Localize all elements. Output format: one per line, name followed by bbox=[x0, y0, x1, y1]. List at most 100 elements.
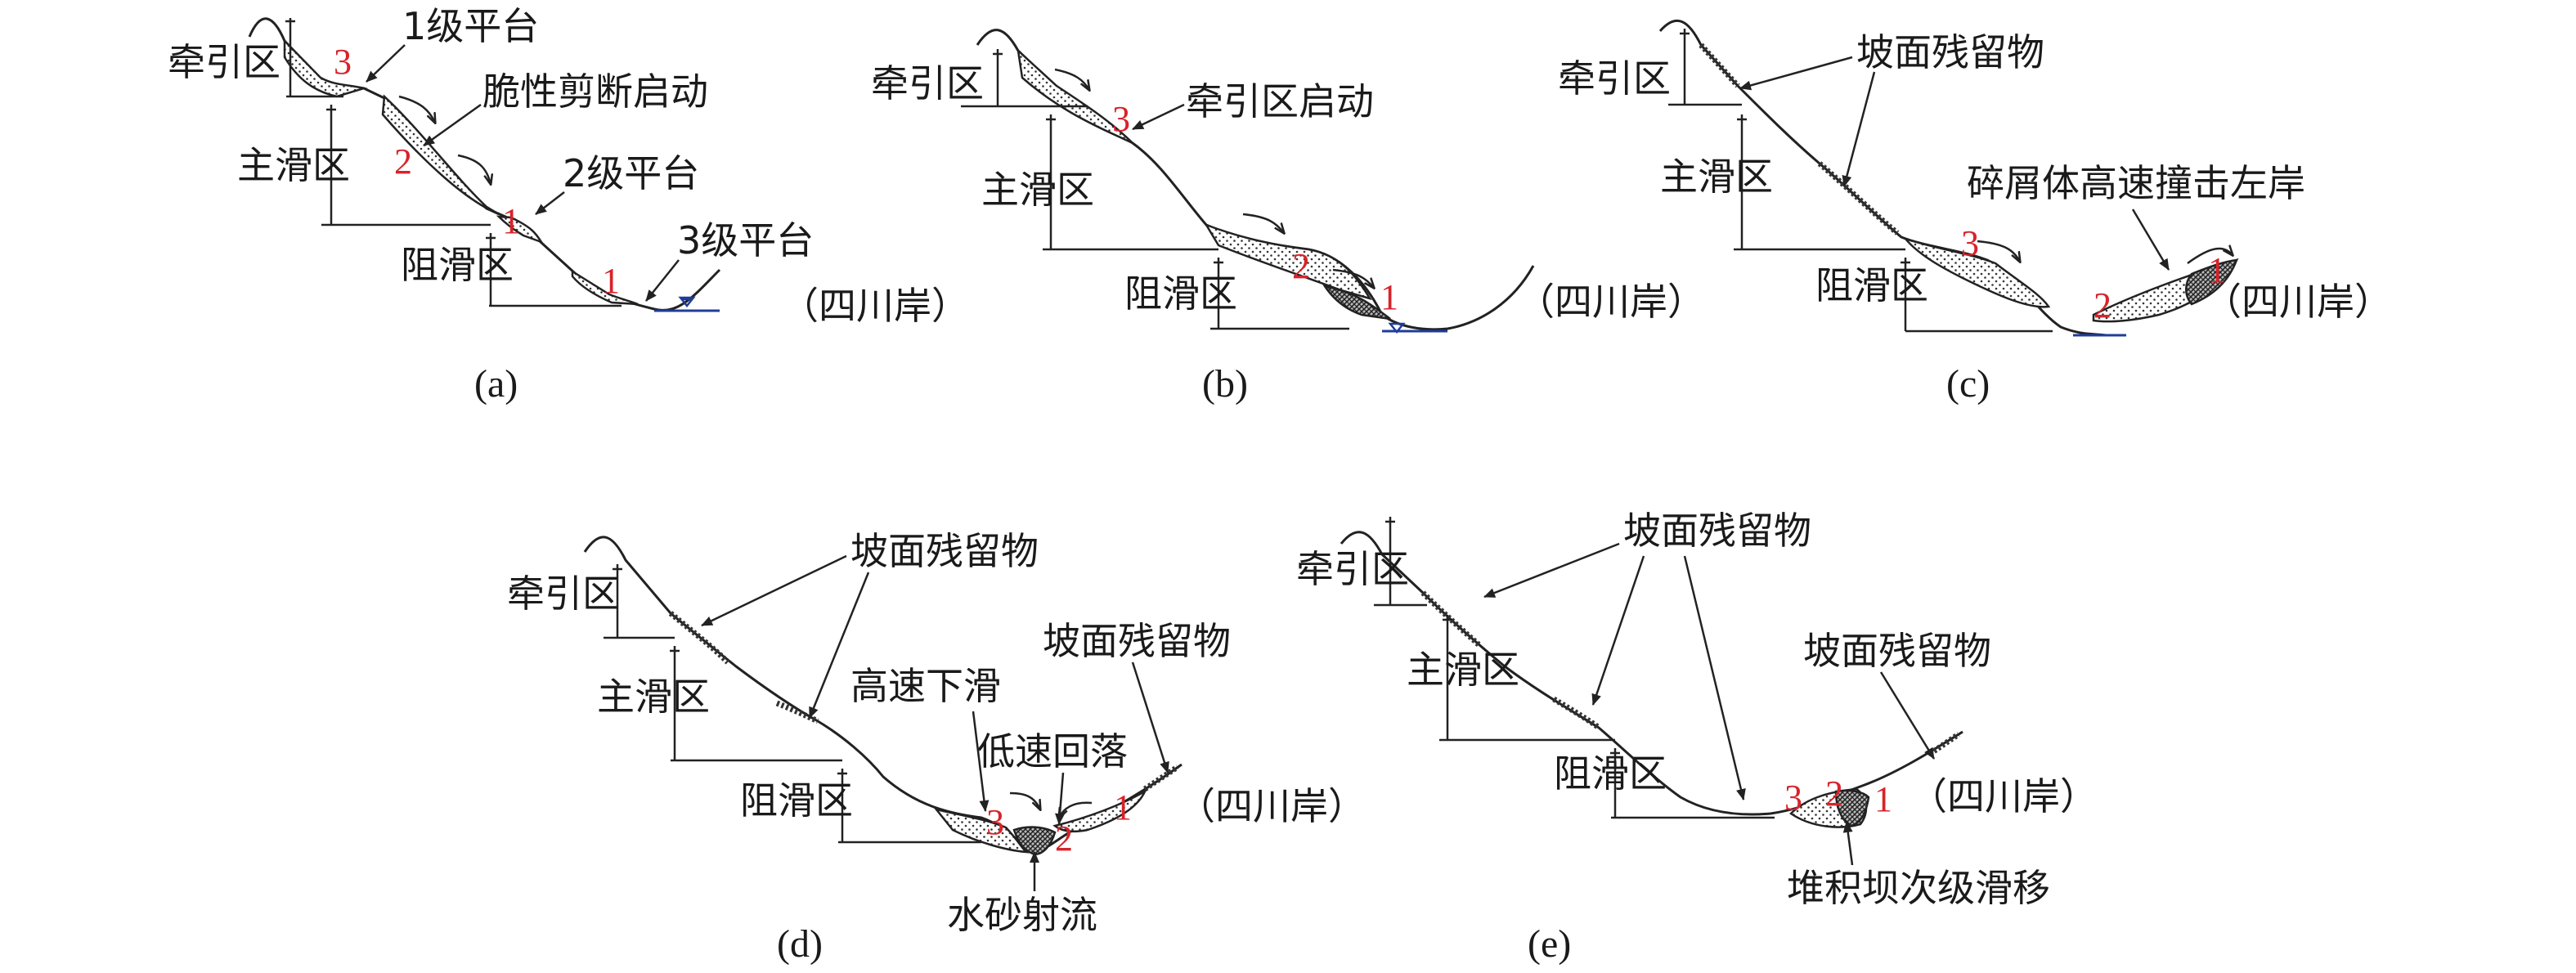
dim-line-a2 bbox=[326, 105, 336, 225]
arrow-residue1-e3 bbox=[1683, 555, 1746, 800]
marker-e-2: 2 bbox=[1825, 773, 1843, 814]
move-arrow-a1 bbox=[398, 95, 435, 123]
label-residue2-d: 坡面残留物 bbox=[1043, 619, 1231, 663]
marker-d-1: 1 bbox=[1114, 787, 1132, 827]
label-platform1-a: 1级平台 bbox=[402, 4, 539, 48]
arrow-brittle-a bbox=[423, 103, 482, 147]
arrow-residue1-d1 bbox=[701, 554, 847, 627]
dim-line-e1 bbox=[1385, 517, 1395, 605]
sliding-mass-d1 bbox=[1052, 789, 1147, 833]
zone-resist-a: 阻滑区 bbox=[401, 243, 514, 287]
move-arrow-c2 bbox=[2187, 249, 2233, 265]
arrow-residue-c2 bbox=[1842, 71, 1876, 187]
slope-residue-c1 bbox=[1699, 43, 1740, 88]
caption-d: (d) bbox=[777, 922, 823, 966]
marker-a-1b: 1 bbox=[602, 261, 620, 301]
marker-d-2: 2 bbox=[1055, 818, 1073, 859]
dim-line-c1 bbox=[1680, 29, 1690, 105]
arrow-platform3-a bbox=[645, 259, 680, 302]
zone-main-e: 主滑区 bbox=[1407, 648, 1519, 692]
sliding-mass-b2 bbox=[1204, 222, 1372, 301]
marker-d-3: 3 bbox=[986, 802, 1004, 842]
marker-b-3: 3 bbox=[1112, 99, 1130, 139]
panel-c: 牵引区 主滑区 阻滑区 坡面残留物 碎屑体高速撞击左岸 （四川岸） 3 2 1 … bbox=[1558, 19, 2392, 406]
zone-main-c: 主滑区 bbox=[1660, 155, 1773, 199]
zone-traction-d: 牵引区 bbox=[507, 572, 620, 616]
zone-resist-e: 阻滑区 bbox=[1554, 751, 1667, 796]
move-arrow-c1 bbox=[1977, 240, 2020, 262]
move-arrow-b2 bbox=[1242, 213, 1284, 233]
marker-e-1: 1 bbox=[1874, 779, 1892, 819]
label-impact-c: 碎屑体高速撞击左岸 bbox=[1967, 161, 2305, 205]
sliding-mass-a1 bbox=[496, 215, 545, 244]
move-arrow-b1 bbox=[1054, 68, 1089, 90]
sliding-mass-a0 bbox=[571, 269, 639, 306]
zone-traction-a: 牵引区 bbox=[168, 40, 280, 84]
slope-residue-d2 bbox=[775, 700, 819, 724]
zone-resist-c: 阻滑区 bbox=[1815, 263, 1928, 307]
slope-residue-d1 bbox=[668, 611, 730, 665]
zone-main-d: 主滑区 bbox=[597, 675, 710, 719]
label-bank-d: （四川岸） bbox=[1178, 784, 1366, 828]
water-level-icon-b bbox=[1388, 322, 1406, 334]
arrow-platform2-a bbox=[535, 191, 565, 215]
slope-residue-e1 bbox=[1420, 590, 1483, 648]
move-arrow-d1 bbox=[1009, 791, 1040, 809]
label-bank-a: （四川岸） bbox=[781, 284, 969, 328]
arrow-residue2-d bbox=[1131, 661, 1169, 773]
arrow-residue-c1 bbox=[1739, 56, 1853, 91]
sliding-mass-a2 bbox=[381, 94, 500, 216]
water-level-icon-a bbox=[678, 296, 696, 308]
arrow-residue1-d2 bbox=[808, 572, 870, 719]
label-highspeed-d: 高速下滑 bbox=[850, 664, 1001, 708]
sliding-mass-b3 bbox=[1016, 47, 1133, 145]
move-arrow-b3 bbox=[1332, 268, 1374, 288]
marker-a-1: 1 bbox=[502, 201, 520, 241]
move-arrow-d2 bbox=[1059, 801, 1093, 818]
caption-b: (b) bbox=[1202, 362, 1248, 406]
label-residue1-d: 坡面残留物 bbox=[850, 529, 1039, 573]
jet-core-d bbox=[1012, 826, 1057, 856]
marker-a-3: 3 bbox=[334, 42, 352, 82]
dim-line-a1 bbox=[285, 18, 295, 96]
sliding-mass-a3 bbox=[283, 38, 368, 98]
slope-residue-d3 bbox=[1143, 764, 1179, 791]
zone-traction-e: 牵引区 bbox=[1296, 547, 1409, 591]
dim-line-a3 bbox=[486, 233, 496, 306]
label-bank-b: （四川岸） bbox=[1517, 280, 1705, 324]
move-arrow-a2 bbox=[457, 154, 491, 184]
marker-c-2: 2 bbox=[2094, 285, 2112, 325]
arrow-secondary-e bbox=[1842, 821, 1854, 866]
label-start-b: 牵引区启动 bbox=[1186, 79, 1374, 123]
dim-line-b2 bbox=[1046, 114, 1056, 249]
caption-e: (e) bbox=[1528, 922, 1571, 966]
zone-traction-b: 牵引区 bbox=[871, 61, 984, 105]
label-lowspeed-d: 低速回落 bbox=[977, 729, 1128, 773]
caption-a: (a) bbox=[474, 362, 518, 406]
sliding-mass-d3 bbox=[933, 807, 1030, 854]
panel-d: 牵引区 主滑区 阻滑区 坡面残留物 坡面残留物 高速下滑 低速回落 水砂射流 （… bbox=[507, 529, 1366, 966]
dim-line-b3 bbox=[1214, 258, 1223, 329]
debris-front-c bbox=[2185, 258, 2238, 306]
arrow-residue2-e bbox=[1879, 671, 1936, 760]
dam-core-e bbox=[1834, 789, 1870, 827]
zone-resist-d: 阻滑区 bbox=[740, 778, 853, 823]
slope-residue-c2 bbox=[1817, 161, 1900, 235]
dim-line-e2 bbox=[1443, 615, 1452, 740]
marker-c-1: 1 bbox=[2208, 250, 2226, 290]
label-bank-c: （四川岸） bbox=[2204, 280, 2392, 324]
dim-line-d1 bbox=[613, 564, 622, 638]
arrow-platform1-a bbox=[366, 44, 406, 83]
slope-residue-e2 bbox=[1552, 696, 1601, 730]
marker-a-2: 2 bbox=[394, 141, 412, 182]
dim-line-c3 bbox=[1901, 258, 1910, 331]
caption-c: (c) bbox=[1946, 362, 1990, 406]
label-jet-d: 水砂射流 bbox=[947, 893, 1097, 937]
arrow-residue1-e1 bbox=[1483, 542, 1620, 599]
dim-line-b1 bbox=[993, 49, 1003, 106]
label-residue2-e: 坡面残留物 bbox=[1803, 629, 1991, 673]
dim-line-d2 bbox=[670, 646, 680, 760]
zone-traction-c: 牵引区 bbox=[1558, 56, 1671, 101]
panel-b: 牵引区 主滑区 阻滑区 牵引区启动 （四川岸） 3 2 1 (b) bbox=[871, 29, 1705, 406]
zone-main-b: 主滑区 bbox=[981, 168, 1094, 212]
